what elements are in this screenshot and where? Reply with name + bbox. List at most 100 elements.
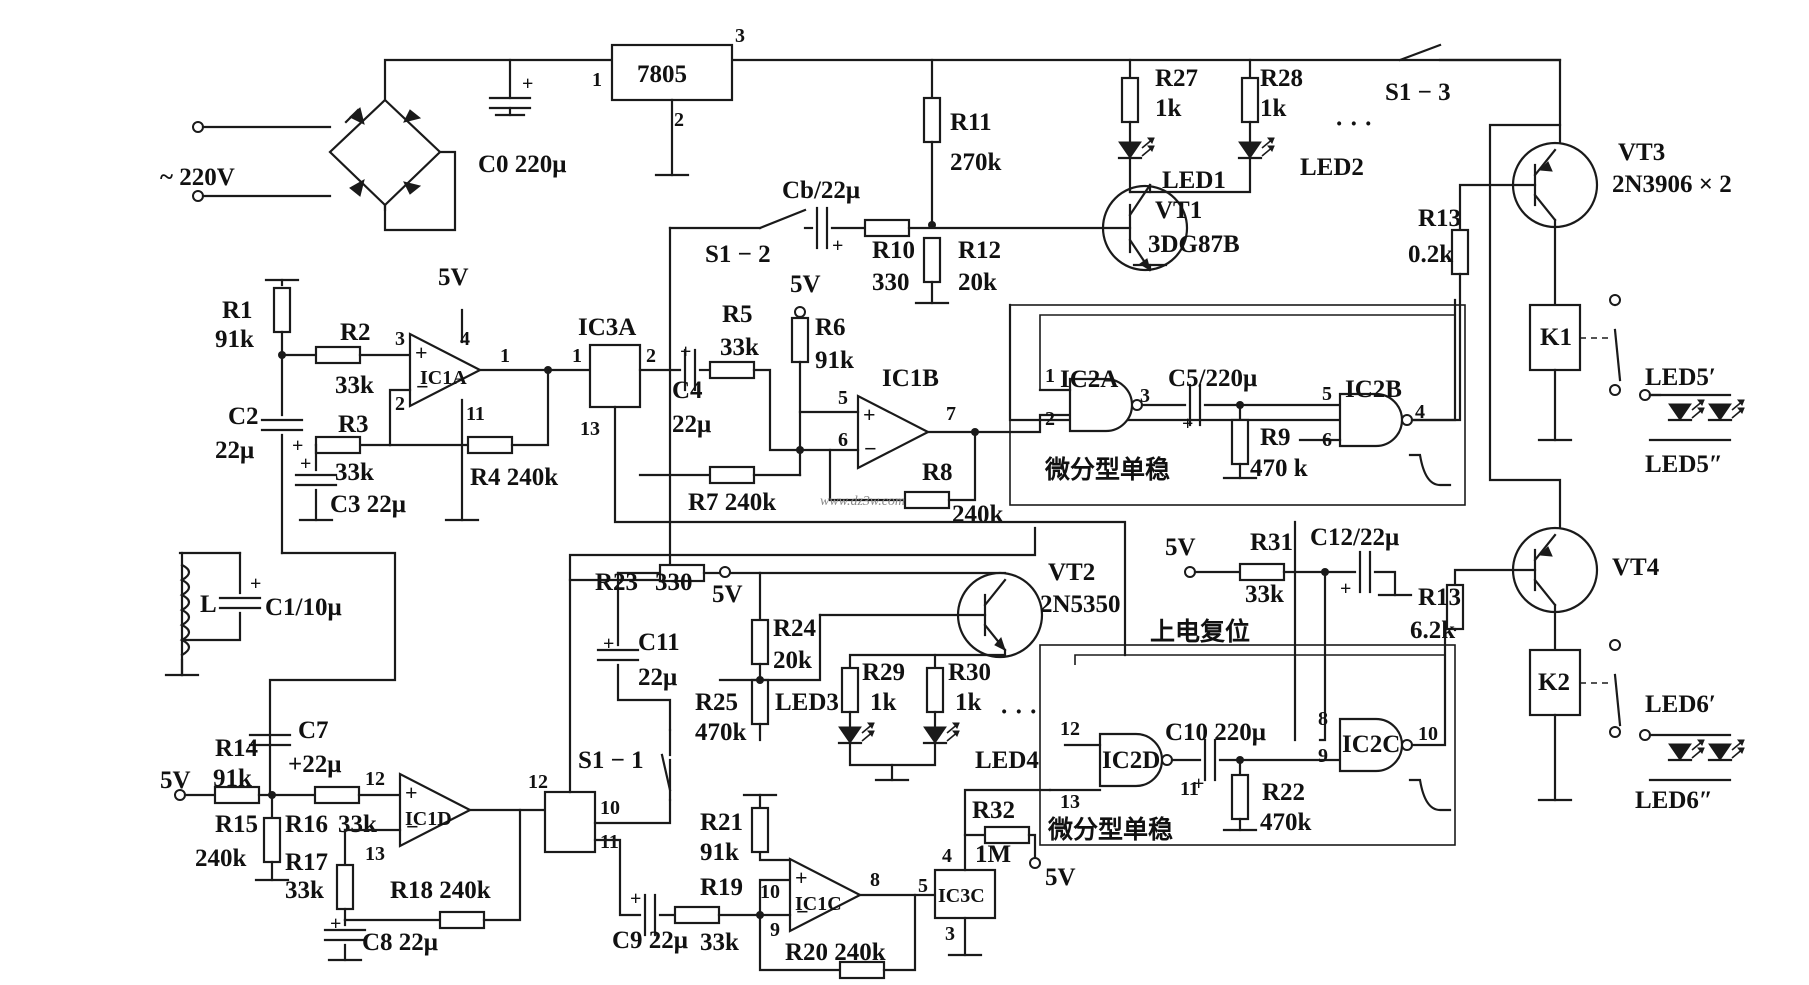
ic3a-box [588,343,642,409]
pin: 3 [945,923,955,945]
s1-1-label: S1 − 1 [578,747,644,774]
r21-value: 91k [700,839,739,866]
supply-label: 5V [160,767,191,794]
pin: 1 [500,345,510,367]
r15-value: 240k [195,845,247,872]
r5-name: R5 [722,301,753,328]
svg-text:+: + [680,341,691,363]
r14-value: 91k [213,765,252,792]
pin: 5 [838,387,848,409]
supply-label: 5V [438,264,469,291]
input-tank: + L C1/10μ [164,551,397,747]
vt2-name: VT2 [1048,559,1095,586]
r31-name: R31 [1250,529,1293,556]
r7-label: R7 240k [688,489,776,516]
s1-3-label: S1 − 3 [1385,79,1451,106]
r14-name: R14 [215,735,259,762]
r24-value: 20k [773,647,812,674]
svg-text:+: + [1340,578,1351,600]
c7-value: +22μ [288,751,341,778]
r9-value: 470 k [1250,455,1308,482]
ic1a-label: IC1A [420,367,467,389]
r8-name: R8 [922,459,953,486]
c2-value: 22μ [215,437,254,464]
r1-name: R1 [222,297,253,324]
r5-value: 33k [720,334,759,361]
r13a-value: 0.2k [1408,241,1453,268]
pin: 2 [395,393,405,415]
r22-value: 470k [1260,809,1312,836]
k1-label: K1 [1540,324,1572,351]
mono-a-label: 微分型单稳 [1044,455,1170,484]
r13b-value: 6.2k [1410,617,1455,644]
r28-value: 1k [1260,95,1287,122]
pin: 1 [592,69,602,91]
r23-name: R23 [595,569,638,596]
r32-name: R32 [972,797,1015,824]
voltage-regulator [610,43,734,102]
c4-name: C4 [672,377,703,404]
svg-text:+: + [1193,773,1204,795]
r12-value: 20k [958,269,997,296]
led6b-label: LED6″ [1635,787,1713,814]
r25-value: 470k [695,719,747,746]
r29-value: 1k [870,689,897,716]
r20-label: R20 240k [785,939,886,966]
r30-value: 1k [955,689,982,716]
watermark: www.dz3w.com [820,494,905,509]
svg-text:+: + [300,453,311,475]
pin: 1 [572,345,582,367]
pin: 11 [600,831,619,853]
r1-value: 91k [215,326,254,353]
pin: 11 [1180,778,1199,800]
c9-label: C9 22μ [612,927,688,954]
supply-label: 5V [1165,534,1196,561]
ic2a-label: IC2A [1060,366,1118,393]
pin: 8 [870,869,880,891]
supply-label: 5V [790,271,821,298]
c8-label: C8 22μ [362,929,438,956]
monostable-cd: + 5V R31 33k C12/22μ 上电复位 IC2D 12 13 11 … [1039,520,1456,846]
r16-value: 33k [338,811,377,838]
led1-label: LED1 [1162,167,1226,194]
r9-name: R9 [1260,424,1291,451]
reset-label: 上电复位 [1150,617,1250,646]
pin: 4 [460,328,470,350]
c2-name: C2 [228,403,259,430]
relay-k2 [1528,648,1582,717]
pin: 3 [1140,385,1150,407]
ic3b-box [543,790,597,854]
led3-label: LED3 [775,689,839,716]
led2-label: LED2 [1300,154,1364,181]
r3-value: 33k [335,459,374,486]
vt1-name: VT1 [1155,197,1202,224]
k2-label: K2 [1538,669,1570,696]
mono-c-label: 微分型单稳 [1047,815,1173,844]
pin: 1 [1045,365,1055,387]
ic3c-box [933,868,997,920]
r19-name: R19 [700,874,743,901]
pin: 13 [1060,791,1080,813]
pin: 3 [735,25,745,47]
r24-name: R24 [773,615,817,642]
vt4-label: VT4 [1612,554,1660,581]
r27-value: 1k [1155,95,1182,122]
r11-value: 270k [950,149,1002,176]
r16-name: R16 [285,811,328,838]
r27-name: R27 [1155,65,1198,92]
vt1-type: 3DG87B [1148,231,1240,258]
pin: 9 [770,919,780,941]
led5b-label: LED5″ [1645,451,1723,478]
pin: 13 [365,843,385,865]
svg-text:+: + [330,913,341,935]
r8-value: 240k [952,501,1004,528]
ac-input-label: ~ 220V [160,164,235,191]
pin: 9 [1318,745,1328,767]
r19-value: 33k [700,929,739,956]
r6-value: 91k [815,347,854,374]
r4-label: R4 240k [470,464,558,491]
pin: 10 [1418,723,1438,745]
pin: 3 [395,328,405,350]
pin: 12 [528,771,548,793]
pin: 2 [646,345,656,367]
